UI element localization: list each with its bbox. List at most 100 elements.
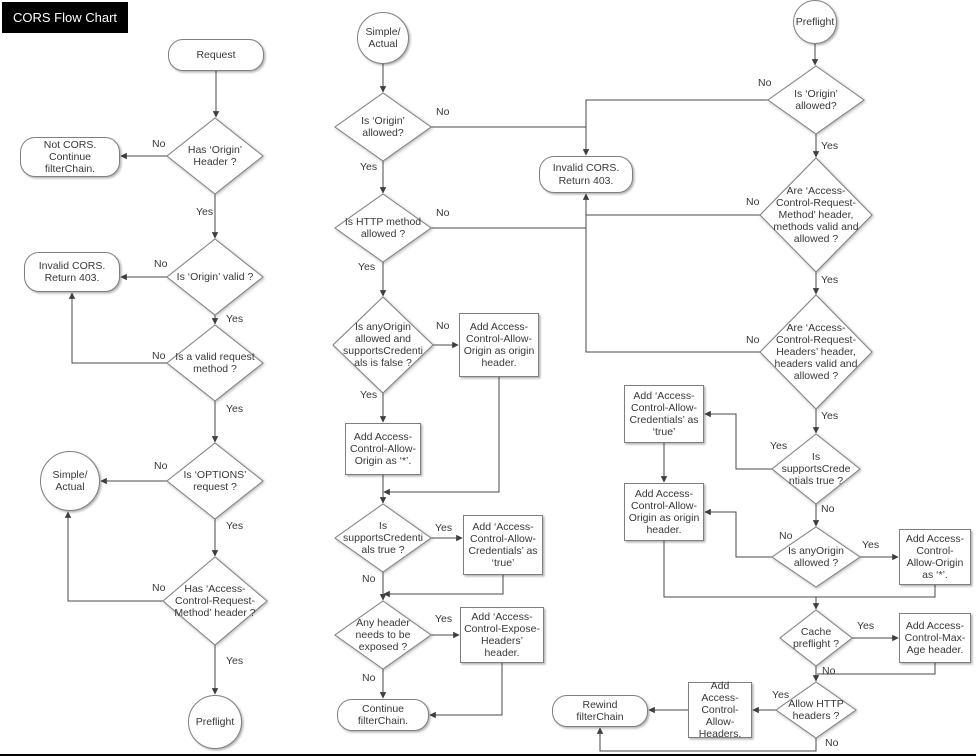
diamond-shape	[335, 504, 431, 572]
process-add-acao-origin-right: Add Access-Control-Allow-Origin as origi…	[624, 483, 704, 541]
decision-anyorigin-supports-false: Is anyOrigin allowed and supportsCredent…	[333, 297, 433, 393]
edge-max-age-merge	[817, 663, 936, 675]
edge-label-no: No	[746, 334, 760, 346]
diamond-shape	[772, 527, 860, 587]
decision-allow-http-headers: Allow HTTP headers ?	[776, 682, 856, 738]
node-label: Add Access-Control-Allow-Origin as ‘*’.	[350, 430, 416, 468]
edge-label-no: No	[152, 582, 166, 594]
edge-anyorigin-right-no	[704, 508, 772, 558]
diamond-shape	[760, 295, 872, 409]
edge-label-no: No	[436, 320, 450, 332]
decision-acrh-valid: Are ‘Access-Control-Request-Headers’ hea…	[760, 295, 872, 409]
connector-preflight-left: Preflight	[188, 695, 242, 749]
connector-simple-actual-left: Simple/ Actual	[40, 451, 100, 511]
node-label: Is ‘Origin’ allowed?	[794, 87, 838, 112]
node-label: Is ‘OPTIONS’ request ?	[183, 468, 247, 493]
node-label: Preflight	[795, 15, 835, 28]
decision-is-origin-valid: Is ‘Origin’ valid ?	[167, 239, 263, 315]
edge-label-yes: Yes	[360, 389, 378, 401]
diamond-shape	[167, 118, 263, 194]
edge-label-yes: Yes	[226, 313, 244, 325]
node-label: Is HTTP method allowed ?	[344, 215, 422, 240]
process-add-acao-origin-mid: Add Access-Control-Allow-Origin as origi…	[459, 313, 539, 377]
edge-right-origin-allowed-no	[582, 99, 768, 156]
decision-http-method-allowed: Is HTTP method allowed ?	[335, 194, 431, 262]
edge-label-no: No	[436, 207, 450, 219]
edge-label-yes: Yes	[770, 440, 788, 452]
edge-label-no: No	[779, 530, 793, 542]
node-label: Preflight	[195, 715, 235, 728]
node-label: Continue filterChain.	[357, 702, 409, 727]
node-label: Has ‘Access-Control-Request-Method’ head…	[174, 582, 256, 620]
node-label: Is ‘Origin’ allowed?	[361, 114, 405, 139]
diamond-shape	[167, 239, 263, 315]
edge-acac-true-mid-merge	[383, 575, 504, 598]
process-add-acac-true-mid: Add ‘Access-Control-Allow-Credentials’ a…	[463, 515, 543, 575]
node-label: Add Access-Control-Allow-Origin as origi…	[628, 487, 700, 537]
process-add-allow-headers: Add Access-Control-Allow-Headers.	[688, 680, 752, 740]
edge-label-yes: Yes	[821, 140, 839, 152]
decision-anyorigin-allowed-right: Is anyOrigin allowed ?	[772, 527, 860, 587]
decision-has-origin-header: Has ‘Origin’ Header ?	[167, 118, 263, 194]
edge-label-no: No	[152, 350, 166, 362]
decision-origin-allowed-mid: Is ‘Origin’ allowed?	[335, 93, 431, 161]
node-label: Has ‘Origin’ Header ?	[187, 143, 243, 168]
diamond-shape	[335, 93, 431, 161]
node-label: Is a valid request method ?	[175, 350, 255, 375]
edge-supports-cred-right-yes	[704, 410, 772, 470]
node-label: Invalid CORS. Return 403.	[552, 162, 620, 187]
edge-label-no: No	[758, 77, 772, 89]
node-label: Is ‘Origin’ valid ?	[176, 270, 254, 283]
edge-acao-star-right-merge	[816, 585, 936, 598]
decision-supports-credentials-right: Is supportsCredentials true ?	[772, 434, 860, 504]
edge-expose-headers-to-continue	[429, 663, 503, 719]
edge-acao-origin-to-cache	[663, 541, 820, 610]
edge-acao-origin-mid-merge	[383, 377, 500, 496]
edge-acrh-valid-no	[582, 193, 760, 353]
edge-label-yes: Yes	[857, 620, 875, 632]
diamond-shape	[167, 325, 263, 401]
terminator-rewind-filterchain: Rewind filterChain	[552, 695, 648, 727]
edge-label-yes: Yes	[360, 161, 378, 173]
decision-has-acrm-header: Has ‘Access-Control-Request-Method’ head…	[163, 557, 267, 645]
diamond-shape	[167, 443, 263, 519]
terminator-request: Request	[168, 39, 264, 71]
edge-label-yes: Yes	[196, 206, 214, 218]
diamond-shape	[335, 601, 431, 669]
edge-label-no: No	[822, 665, 836, 677]
node-label: Simple/ Actual	[365, 25, 401, 50]
node-label: Allow HTTP headers ?	[788, 697, 844, 722]
decision-valid-request-method: Is a valid request method ?	[167, 325, 263, 401]
decision-acrm-valid: Are ‘Access-Control-Request-Method’ head…	[760, 158, 872, 272]
diamond-shape	[335, 194, 431, 262]
node-label: Are ‘Access-Control-Request-Headers’ hea…	[774, 321, 858, 383]
terminator-invalid-cors-left: Invalid CORS. Return 403.	[24, 252, 120, 292]
node-label: Cache preflight ?	[792, 625, 840, 650]
node-label: Invalid CORS. Return 403.	[38, 259, 106, 284]
decision-is-options-request: Is ‘OPTIONS’ request ?	[167, 443, 263, 519]
diamond-shape	[768, 66, 864, 134]
edge-label-no: No	[825, 737, 839, 749]
node-label: Is supportsCredentials true ?	[781, 450, 851, 488]
process-add-acao-star-right: Add Access-Control-Allow-Origin as ‘*’.	[899, 529, 971, 585]
node-label: Request	[196, 48, 236, 61]
node-label: Not CORS. Continue filterChain.	[43, 138, 97, 176]
node-label: Add ‘Access-Control-Expose-Headers’ head…	[464, 610, 540, 660]
node-label: Any header needs to be exposed ?	[355, 616, 411, 654]
connector-simple-actual-mid: Simple/ Actual	[357, 12, 409, 64]
edge-label-no: No	[152, 138, 166, 150]
diamond-shape	[163, 557, 267, 645]
decision-cache-preflight: Cache preflight ?	[780, 610, 852, 666]
node-label: Is anyOrigin allowed ?	[787, 544, 845, 569]
node-label: Add ‘Access-Control-Allow-Credentials’ a…	[629, 389, 699, 439]
diamond-shape	[333, 297, 433, 393]
edge-label-yes: Yes	[821, 410, 839, 422]
node-label: Is supportsCredentials true ?	[343, 519, 423, 557]
edge-label-no: No	[362, 672, 376, 684]
edge-label-no: No	[154, 258, 168, 270]
edge-label-yes: Yes	[435, 522, 453, 534]
edge-label-yes: Yes	[358, 261, 376, 273]
edge-valid-method-no	[68, 292, 167, 364]
